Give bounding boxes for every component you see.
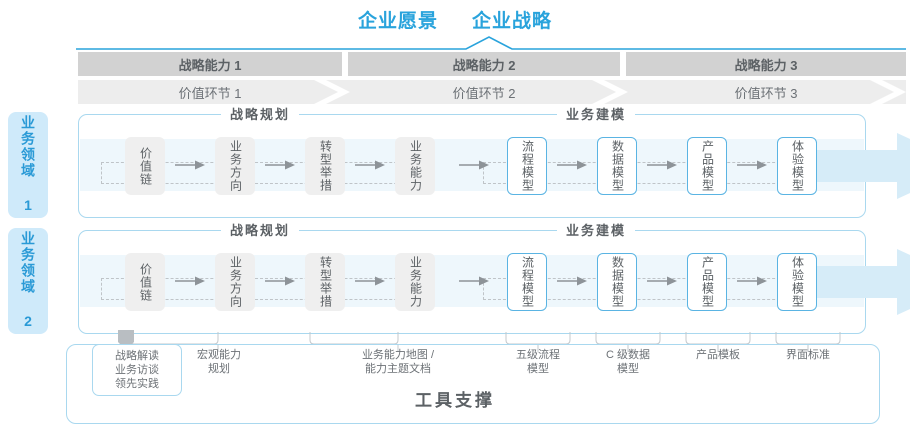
node-label: 产品模型 [700, 140, 715, 192]
caption-line: 宏观能力 [197, 349, 241, 361]
caption-line: 业务能力地图 / [361, 349, 435, 361]
node-label: 流程模型 [520, 140, 535, 192]
node-data-model-1[interactable]: 数据模型 [597, 137, 637, 195]
capability-cell-1: 战略能力 1 [78, 52, 342, 76]
domain-row-2: 战略规划 业务建模 价值链 业务方向 转型举措 [78, 221, 910, 334]
node-product-model-2[interactable]: 产品模型 [687, 253, 727, 311]
sidebar-item-business-domain-1[interactable]: 业务领域 1 [8, 112, 48, 218]
node-business-direction-1[interactable]: 业务方向 [215, 137, 255, 195]
title-enterprise-vision: 企业愿景 [357, 10, 438, 32]
section-rule-left-1 [119, 114, 211, 115]
header-titles: 企业愿景 企业战略 [0, 6, 910, 32]
strategic-capability-bar: 战略能力 1 战略能力 2 战略能力 3 [78, 52, 906, 76]
arrow-right-icon [647, 276, 677, 286]
value-chain-cell-3: 价值环节 3 [734, 85, 798, 101]
section-title-business-modeling-1: 业务建模 [557, 105, 636, 125]
node-label: 业务能力 [408, 140, 423, 192]
value-chain-cell-1: 价值环节 1 [178, 85, 242, 101]
caption-line: 战略解读 [115, 350, 159, 362]
node-label: 业务方向 [228, 256, 243, 308]
node-label: 转型举措 [318, 140, 333, 192]
caption-line: C 级数据 [606, 349, 650, 361]
section-rule-mid-2 [331, 230, 541, 231]
caption-c-level-data-model: C 级数据 模型 [584, 348, 672, 376]
arrow-right-icon [737, 276, 767, 286]
node-product-model-1[interactable]: 产品模型 [687, 137, 727, 195]
caption-product-template: 产品模板 [674, 348, 762, 362]
node-label: 体验模型 [790, 256, 805, 308]
caption-business-capability-map: 业务能力地图 / 能力主题文档 [342, 348, 454, 376]
header-divider-line [76, 36, 906, 50]
node-transformation-measures-1[interactable]: 转型举措 [305, 137, 345, 195]
caption-line: 规划 [208, 363, 230, 375]
arrow-right-icon [647, 160, 677, 170]
arrow-right-icon [265, 276, 295, 286]
caption-five-level-process-model: 五级流程 模型 [494, 348, 582, 376]
node-label: 产品模型 [700, 256, 715, 308]
section-title-business-modeling-2: 业务建模 [557, 221, 636, 241]
caption-macro-capability-planning: 宏观能力 规划 [178, 348, 260, 376]
arrow-right-icon [459, 160, 489, 170]
tool-support-container [66, 344, 880, 424]
node-process-model-1[interactable]: 流程模型 [507, 137, 547, 195]
footer-title-tool-support: 工具支撑 [415, 391, 495, 410]
caption-interface-standard: 界面标准 [764, 348, 852, 362]
arrow-right-icon [355, 160, 385, 170]
arrow-right-icon [175, 160, 205, 170]
caption-line: 领先实践 [115, 378, 159, 390]
node-label: 数据模型 [610, 256, 625, 308]
node-value-chain-1[interactable]: 价值链 [125, 137, 165, 195]
node-business-capability-1[interactable]: 业务能力 [395, 137, 435, 195]
arrow-right-icon [355, 276, 385, 286]
node-experience-model-2[interactable]: 体验模型 [777, 253, 817, 311]
caption-line: 模型 [617, 363, 639, 375]
arrow-right-icon [557, 160, 587, 170]
section-rule-left-2 [119, 230, 211, 231]
arrow-right-icon [737, 160, 767, 170]
business-domain-2-label: 业务领域 2 [20, 231, 36, 331]
arrow-right-icon [175, 276, 205, 286]
caption-line: 产品模板 [696, 349, 740, 361]
domain-row-1: 战略规划 业务建模 价值链 业务方向 转型举措 [78, 105, 910, 218]
value-chain-chevron-shape [78, 80, 906, 104]
node-label: 转型举措 [318, 256, 333, 308]
capability-cell-3: 战略能力 3 [626, 52, 906, 76]
value-chain-bar: 价值环节 1 价值环节 2 价值环节 3 [78, 80, 906, 104]
title-enterprise-strategy: 企业战略 [472, 10, 553, 32]
node-business-capability-2[interactable]: 业务能力 [395, 253, 435, 311]
node-process-model-2[interactable]: 流程模型 [507, 253, 547, 311]
caption-line: 界面标准 [786, 349, 830, 361]
node-label: 业务方向 [228, 140, 243, 192]
caption-line: 能力主题文档 [365, 363, 431, 375]
business-domain-1-label: 业务领域 1 [20, 115, 36, 215]
node-label: 数据模型 [610, 140, 625, 192]
caption-line: 五级流程 [516, 349, 560, 361]
node-label: 价值链 [138, 262, 153, 302]
caption-strategy-interpretation: 战略解读 业务访谈 领先实践 [92, 344, 182, 396]
arrow-right-icon [459, 276, 489, 286]
node-label: 流程模型 [520, 256, 535, 308]
section-rule-mid-1 [331, 114, 541, 115]
node-label: 体验模型 [790, 140, 805, 192]
flow-direction-arrow-2 [779, 249, 910, 315]
value-chain-cell-2: 价值环节 2 [452, 85, 516, 101]
caption-line: 模型 [527, 363, 549, 375]
node-data-model-2[interactable]: 数据模型 [597, 253, 637, 311]
node-label: 业务能力 [408, 256, 423, 308]
node-label: 价值链 [138, 146, 153, 186]
arrow-right-icon [557, 276, 587, 286]
node-transformation-measures-2[interactable]: 转型举措 [305, 253, 345, 311]
node-experience-model-1[interactable]: 体验模型 [777, 137, 817, 195]
caption-line: 业务访谈 [115, 364, 159, 376]
section-title-strategic-planning-1: 战略规划 [221, 105, 300, 125]
section-rule-right-1 [667, 114, 847, 115]
section-rule-right-2 [667, 230, 847, 231]
flow-direction-arrow-1 [779, 133, 910, 199]
arrow-right-icon [265, 160, 295, 170]
sidebar-item-business-domain-2[interactable]: 业务领域 2 [8, 228, 48, 334]
section-title-strategic-planning-2: 战略规划 [221, 221, 300, 241]
capability-cell-2: 战略能力 2 [348, 52, 620, 76]
node-value-chain-2[interactable]: 价值链 [125, 253, 165, 311]
node-business-direction-2[interactable]: 业务方向 [215, 253, 255, 311]
